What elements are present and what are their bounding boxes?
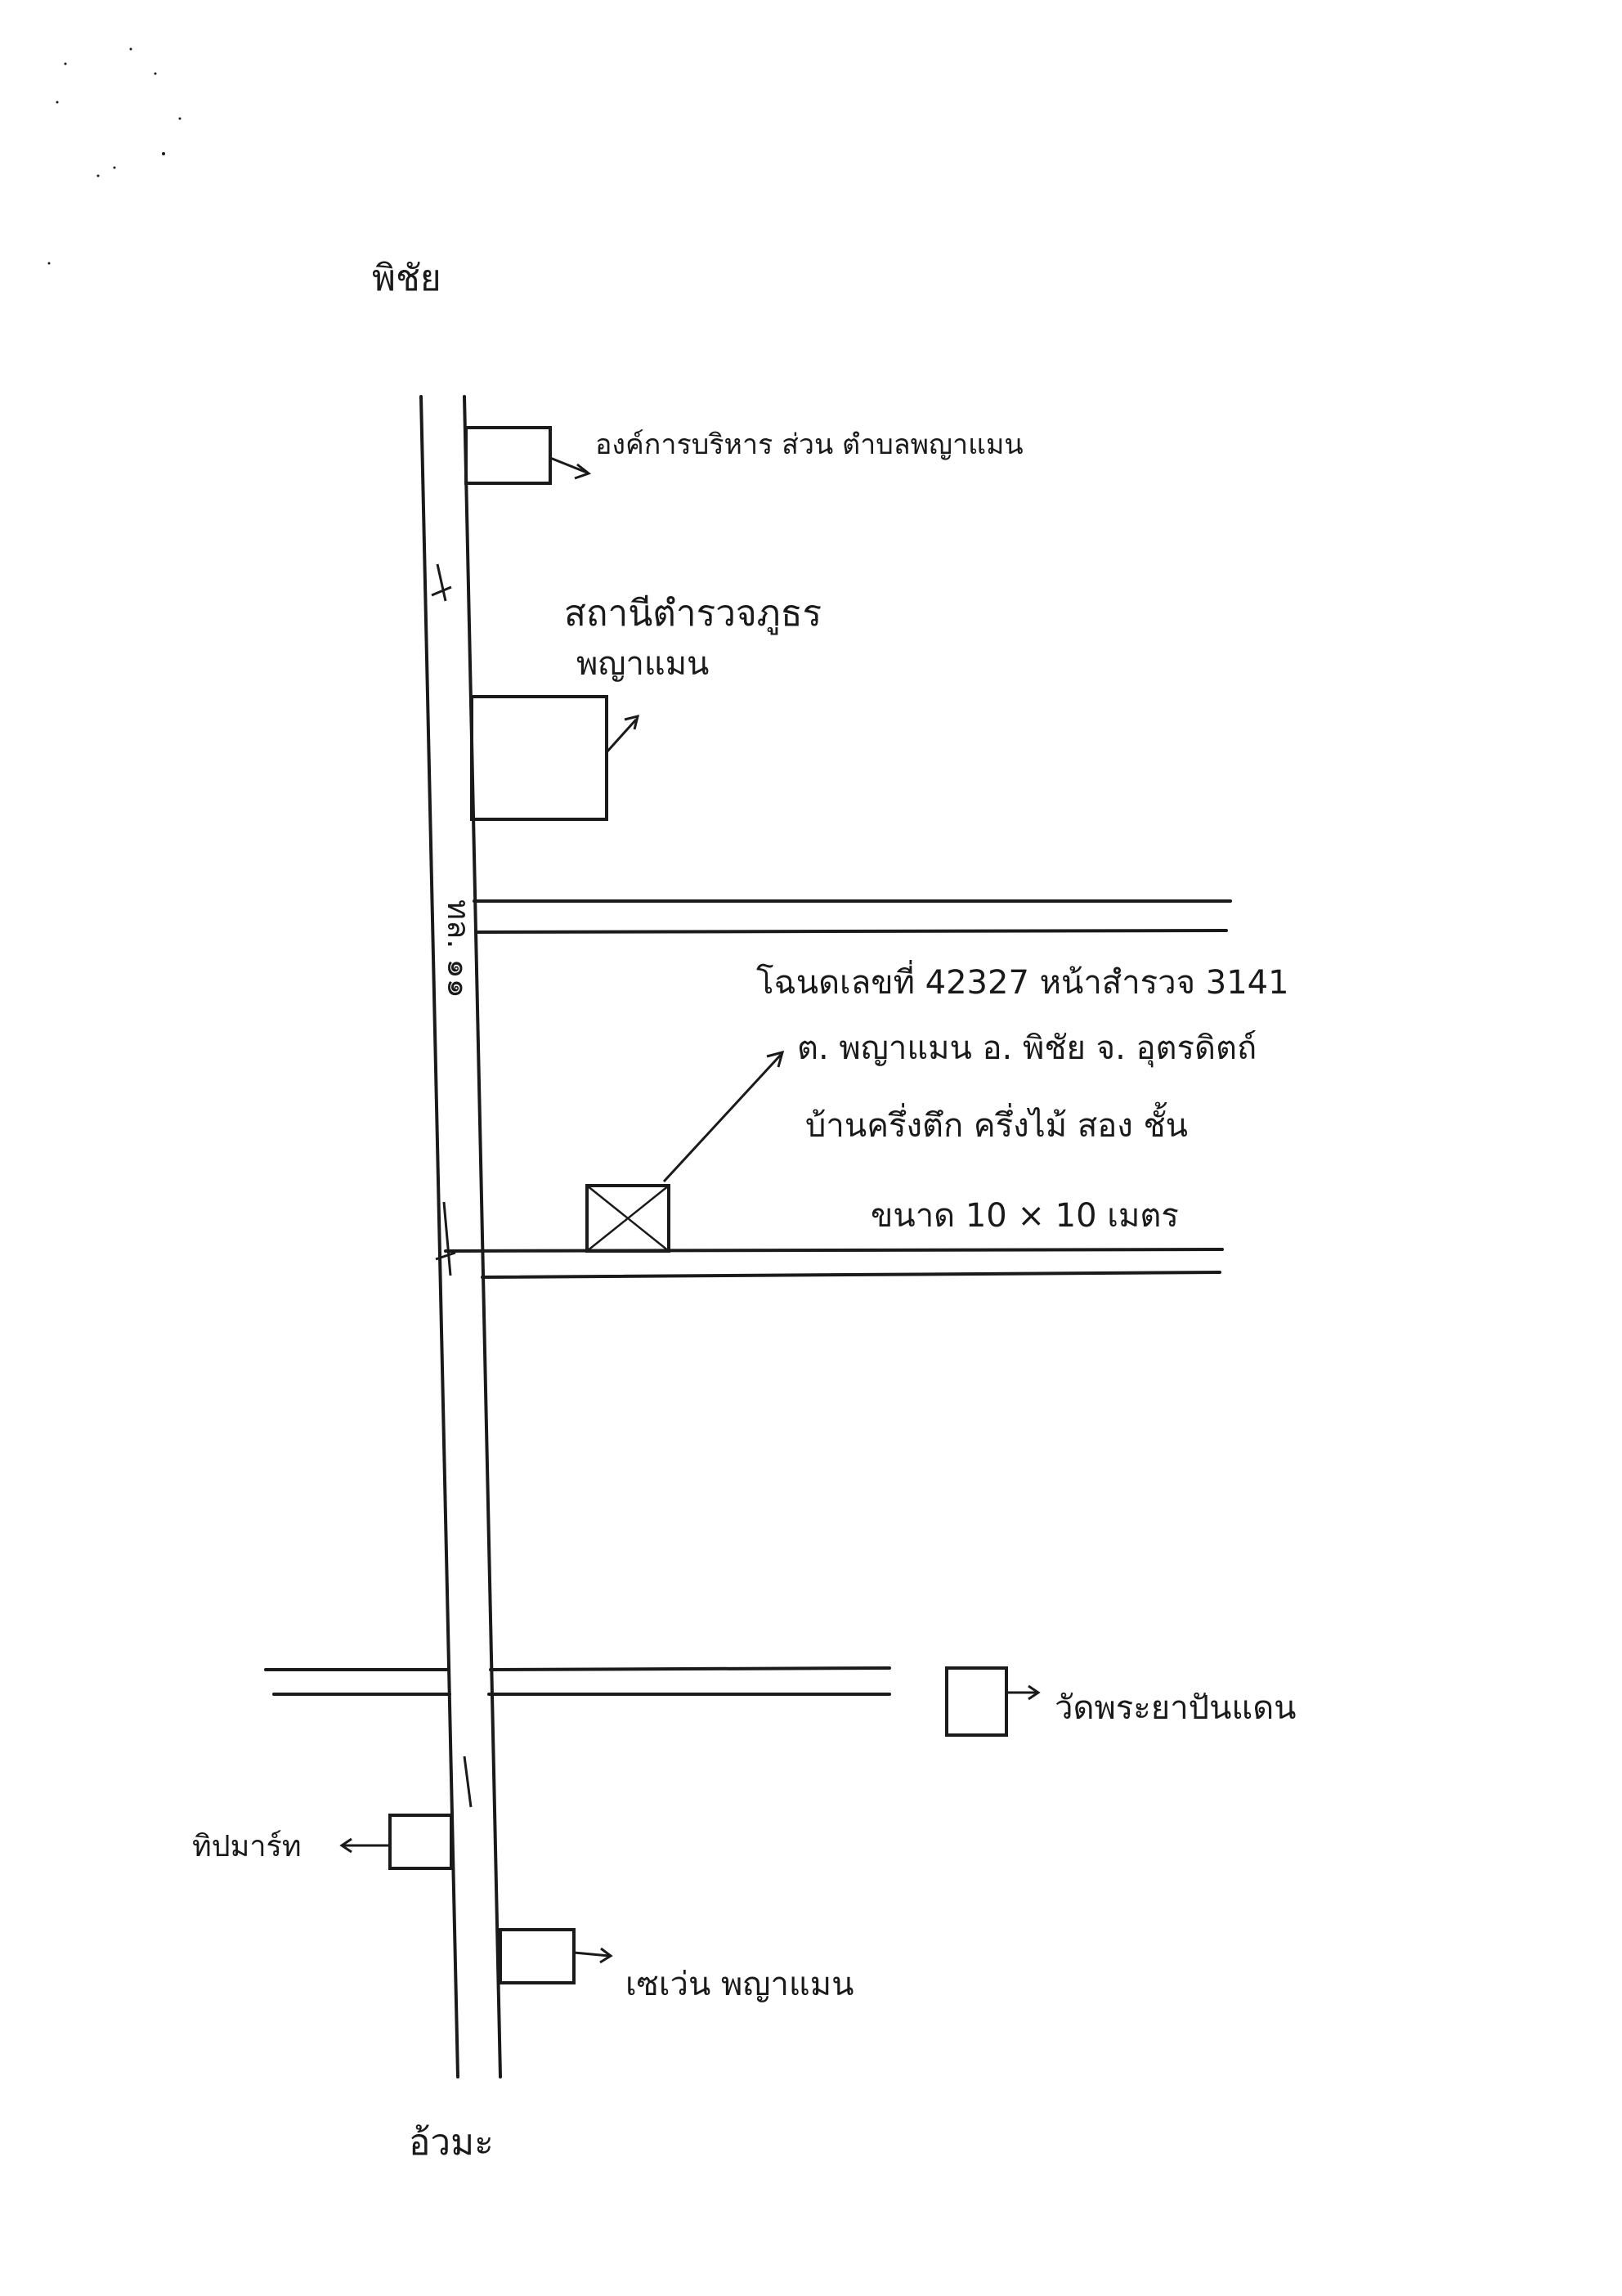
road-tick-3 [463,1756,473,1808]
direction-bottom-label: อ้วมะ [409,2122,494,2164]
sao-building [464,426,552,485]
main-road-left-edge [419,395,459,2079]
sao-label: องค์การบริหาร ส่วน ตำบลพญาแมน [595,428,1024,461]
target-line1: โฉนดเลขที่ 42327 หน้าสำรวจ 3141 [756,960,1289,1002]
target-arrow [662,1053,782,1183]
shop-label: ทิปมาร์ท [192,1830,302,1863]
lower-cross-road-top-right [489,1666,891,1671]
upper-side-road-bottom [444,1248,1224,1253]
police-label-line1: สถานีตำรวจภูธร [564,593,822,635]
temple-building [945,1666,1008,1737]
target-line3: บ้านครึ่งตึก ครึ่งไม้ สอง ชั้น [805,1101,1188,1145]
road-tick-1 [431,563,452,602]
target-line4: ขนาด 10 × 10 เมตร [871,1197,1179,1235]
stray-marks [47,47,181,265]
shop-building [388,1814,453,1870]
road-label-vertical: ทล. ๑๑ [441,899,477,998]
police-station-building [470,695,608,821]
target-line2: ต. พญาแมน อ. พิชัย จ. อุตรดิตถ์ [797,1029,1257,1068]
road-tick-2 [435,1201,456,1276]
direction-top-label: พิชัย [372,258,441,299]
seven-eleven-building [499,1928,576,1984]
temple-label: วัดพระยาปันแดน [1055,1689,1297,1727]
upper-side-road-top-2 [477,929,1228,934]
police-arrow [605,718,638,754]
upper-side-road-bottom-2 [481,1271,1221,1279]
main-road-right-edge [463,395,502,2079]
sao-arrow [549,456,588,474]
target-house [585,1184,670,1253]
sao-label-text: องค์การบริหาร ส่วน ตำบลพญาแมน [595,428,1024,461]
seven-eleven-arrow [573,1951,610,1957]
seven-eleven-label: เซเว่น พญาแมน [625,1966,854,2003]
police-label-line2: พญาแมน [576,645,709,683]
